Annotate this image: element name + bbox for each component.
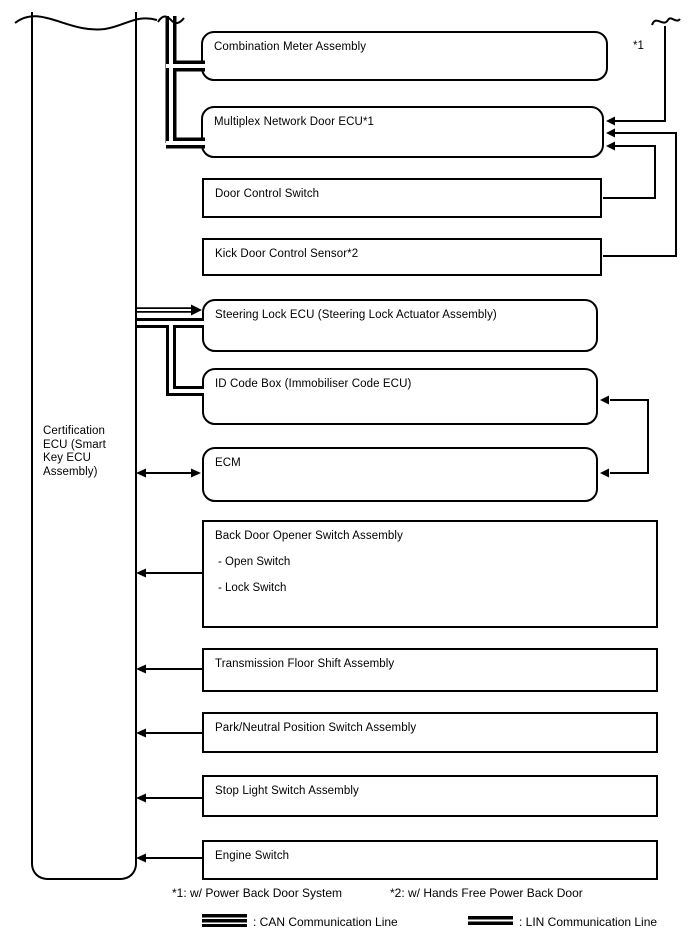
node-transmission-floor-shift: Transmission Floor Shift Assembly [202,648,658,692]
node-steering-lock-ecu: Steering Lock ECU (Steering Lock Actuato… [202,299,598,352]
node-door-control-switch: Door Control Switch [202,178,602,218]
node-engine-switch: Engine Switch [202,840,658,880]
footnote-2: *2: w/ Hands Free Power Back Door [390,886,583,900]
node-label: Multiplex Network Door ECU*1 [214,116,375,128]
node-label: ECM [215,457,241,469]
node-label: Transmission Floor Shift Assembly [215,658,395,670]
node-label: Back Door Opener Switch Assembly [215,530,403,542]
can-legend-label: : CAN Communication Line [253,915,398,929]
node-park-neutral-position-switch: Park/Neutral Position Switch Assembly [202,712,658,753]
node-sub-item: - Open Switch [218,556,291,568]
node-label: Engine Switch [215,850,290,862]
asterisk-1-annotation: *1 [633,40,644,52]
can-pipe-black [137,318,204,396]
node-multiplex-network-door-ecu: Multiplex Network Door ECU*1 [201,106,604,158]
node-sub-item: - Lock Switch [218,582,287,594]
node-label: Stop Light Switch Assembly [215,785,359,797]
node-certification-ecu: Certification ECU (Smart Key ECU Assembl… [31,12,137,880]
can-pipe-black [165,16,205,149]
node-back-door-opener-switch: Back Door Opener Switch Assembly - Open … [202,520,658,628]
node-label: Steering Lock ECU (Steering Lock Actuato… [215,309,497,321]
lin-arrowhead-icon [191,304,202,316]
can-pipe-white [137,16,205,393]
node-label: Combination Meter Assembly [214,41,367,53]
node-label: ID Code Box (Immobiliser Code ECU) [215,378,412,390]
node-label: Kick Door Control Sensor*2 [215,248,359,260]
node-label: Certification ECU (Smart Key ECU Assembl… [43,425,106,478]
node-kick-door-control-sensor: Kick Door Control Sensor*2 [202,238,602,276]
lin-legend-label: : LIN Communication Line [519,915,658,929]
node-combination-meter: Combination Meter Assembly [201,31,608,81]
footnote-1: *1: w/ Power Back Door System [172,886,343,900]
lin-line-swatch-icon [468,916,513,925]
node-label: Park/Neutral Position Switch Assembly [215,722,417,734]
node-label: Door Control Switch [215,188,320,200]
node-stop-light-switch: Stop Light Switch Assembly [202,775,658,817]
can-line-swatch-icon [202,914,247,927]
node-ecm: ECM [202,447,598,502]
node-id-code-box: ID Code Box (Immobiliser Code ECU) [202,368,598,425]
